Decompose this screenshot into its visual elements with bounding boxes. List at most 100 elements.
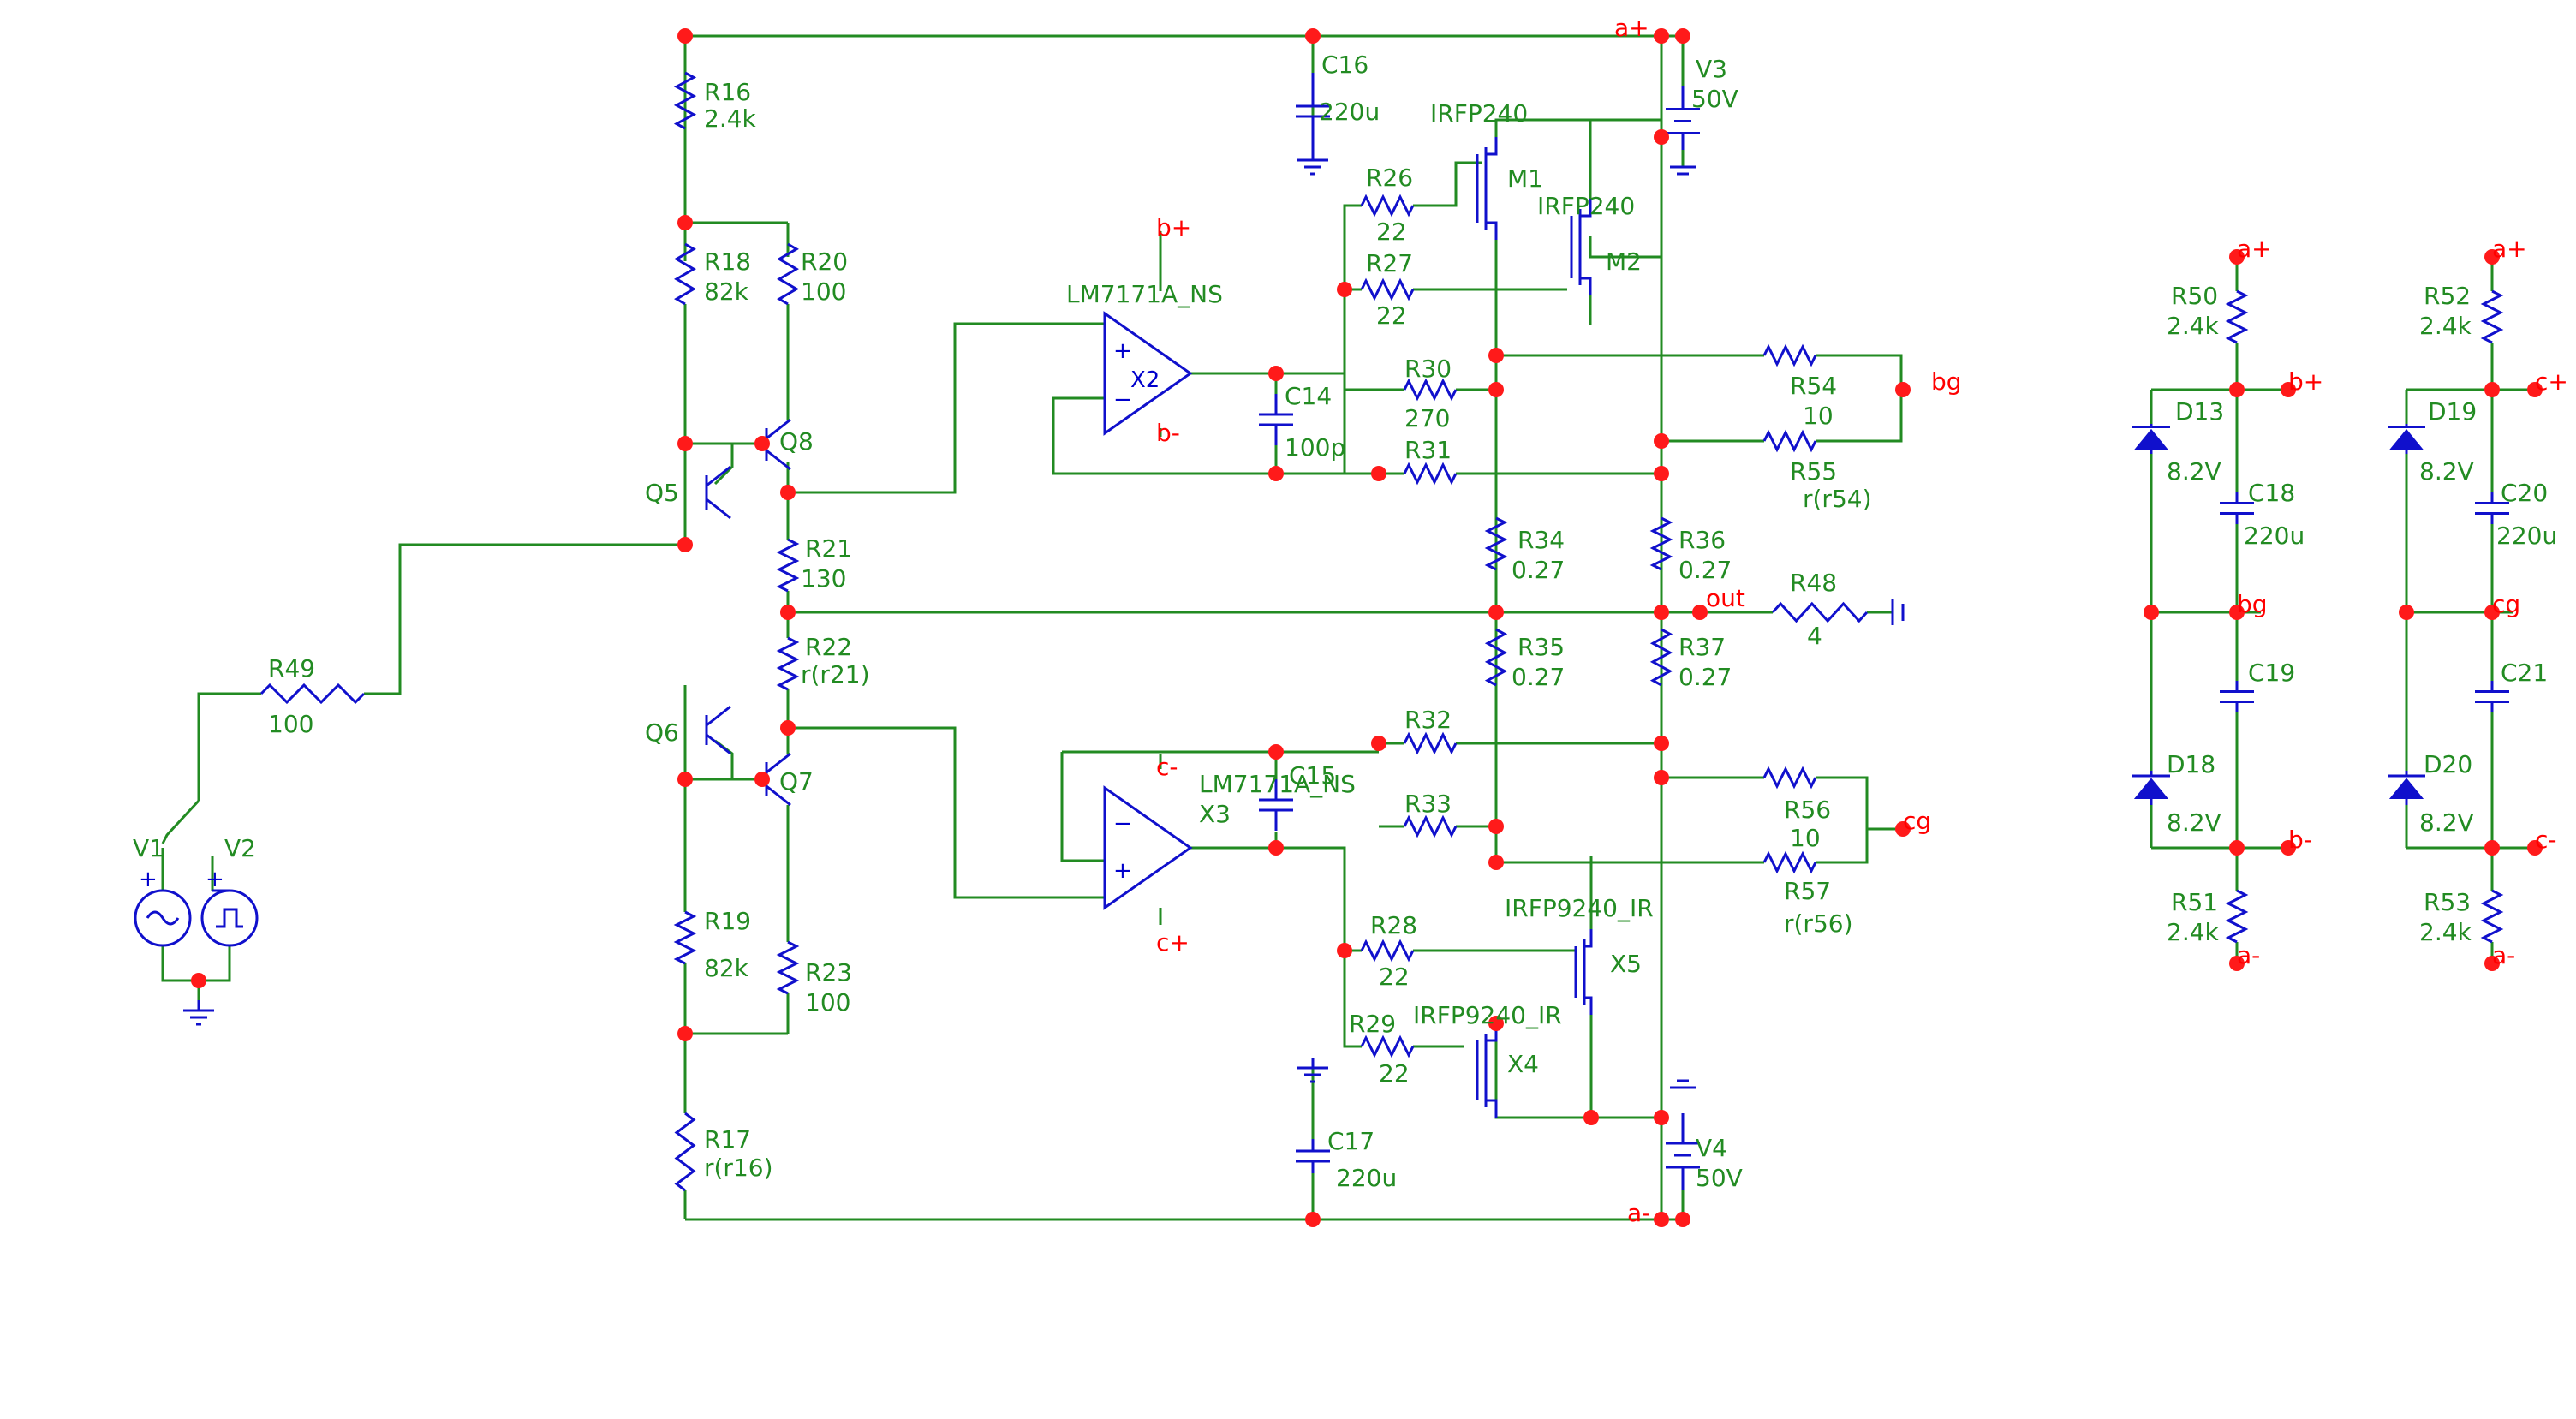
label: R48 (1790, 569, 1837, 597)
label: 4 (1807, 622, 1822, 650)
junction-dot (677, 436, 693, 451)
junction-dot (1895, 382, 1911, 397)
net-label-a-minus: a- (2237, 941, 2260, 969)
junction-dot (1371, 466, 1386, 481)
label: r(r21) (801, 660, 870, 689)
label: V2 (224, 834, 256, 862)
wire (197, 692, 261, 801)
label: R56 (1784, 796, 1831, 824)
pulse-source-v2 (200, 889, 259, 947)
label: 50V (1691, 85, 1738, 113)
resistor-r22 (776, 636, 800, 691)
junction-dot (1654, 1212, 1669, 1227)
label: 100p (1285, 433, 1345, 462)
label: 130 (801, 564, 846, 593)
label: M2 (1606, 247, 1642, 276)
label: V1 (133, 834, 164, 862)
label: C15 (1289, 761, 1336, 790)
junctions (191, 28, 2543, 1227)
label: R50 (2171, 282, 2218, 310)
resistor-r27 (1360, 277, 1415, 301)
label: R17 (704, 1125, 751, 1154)
label: 22 (1379, 963, 1410, 991)
label: C16 (1321, 51, 1368, 79)
capacitor-c15 (1259, 779, 1293, 831)
junction-dot (1488, 605, 1504, 620)
resistor-r52 (2480, 289, 2504, 344)
net-label-bg: bg (2237, 590, 2268, 618)
label: R23 (805, 958, 852, 987)
zener-diode-bar (2132, 424, 2170, 454)
wires (161, 34, 2535, 1221)
label: LM7171A_NS (1066, 280, 1223, 308)
resistor-r50 (2225, 289, 2249, 344)
label: D13 (2175, 397, 2224, 426)
label: 2.4k (704, 104, 757, 133)
resistor-r53 (2480, 889, 2504, 944)
label: V3 (1696, 55, 1727, 83)
label: C21 (2501, 659, 2548, 687)
wire (1276, 846, 1362, 952)
junction-dot (780, 720, 796, 736)
resistor-r28 (1360, 939, 1415, 963)
junction-dot (1654, 770, 1669, 785)
pin-plus: + (1113, 858, 1132, 884)
wire (364, 543, 685, 695)
label: R34 (1518, 526, 1565, 554)
capacitor-c14 (1259, 394, 1293, 445)
opamp-ref: X2 (1130, 367, 1160, 393)
junction-dot (754, 436, 770, 451)
resistor-r36 (1649, 516, 1673, 571)
wire (713, 444, 734, 486)
junction-dot (1654, 605, 1669, 620)
zener-d13 (2133, 428, 2169, 450)
resistor-r29 (1360, 1034, 1415, 1058)
junction-dot (2484, 840, 2500, 856)
wire (1589, 236, 1661, 259)
junction-dot (2484, 605, 2500, 620)
wire (1343, 204, 1362, 289)
junction-dot (2484, 956, 2500, 971)
junction-dot (1488, 855, 1504, 870)
junction-dot (1654, 736, 1669, 751)
zener-diode-bar (2388, 771, 2425, 805)
transistor-q5 (705, 465, 731, 520)
pin-minus: − (1113, 811, 1132, 837)
junction-dot (2484, 382, 2500, 397)
junction-dot (2229, 840, 2245, 856)
label: 100 (805, 988, 850, 1017)
junction-dot (1654, 466, 1669, 481)
wire (788, 322, 1105, 494)
net-label-c-plus: c+ (1156, 928, 1190, 957)
wire (714, 739, 734, 779)
ground-symbol (1891, 599, 1905, 625)
label: 100 (801, 277, 846, 306)
junction-dot (1268, 366, 1284, 381)
label: IRFP9240_IR (1413, 1001, 1562, 1029)
label: X5 (1610, 950, 1642, 978)
junction-dot (2484, 249, 2500, 265)
ground-symbol (1297, 150, 1328, 176)
label: R51 (2171, 888, 2218, 916)
label: D20 (2424, 750, 2472, 778)
resistor-r21 (776, 538, 800, 593)
capacitor-c17 (1296, 1139, 1330, 1173)
label: IRFP9240_IR (1505, 894, 1654, 922)
junction-dot (1654, 1110, 1669, 1125)
net-label-a-plus: a+ (2237, 235, 2272, 263)
label: R37 (1679, 633, 1726, 661)
sine-icon (146, 910, 180, 926)
resistor-r35 (1484, 628, 1508, 687)
label: X3 (1199, 800, 1231, 828)
junction-dot (1654, 433, 1669, 449)
ground-symbol (1670, 165, 1696, 176)
label: 220u (2244, 522, 2305, 550)
capacitor-c19 (2220, 681, 2254, 712)
zener-d20 (2388, 778, 2424, 799)
label: r(r54) (1803, 485, 1872, 513)
label: Q5 (645, 479, 679, 507)
resistor-r54 (1762, 343, 1817, 367)
resistor-r17 (674, 1112, 696, 1192)
label: 22 (1379, 1059, 1410, 1088)
net-label-a-minus: a- (2492, 941, 2515, 969)
